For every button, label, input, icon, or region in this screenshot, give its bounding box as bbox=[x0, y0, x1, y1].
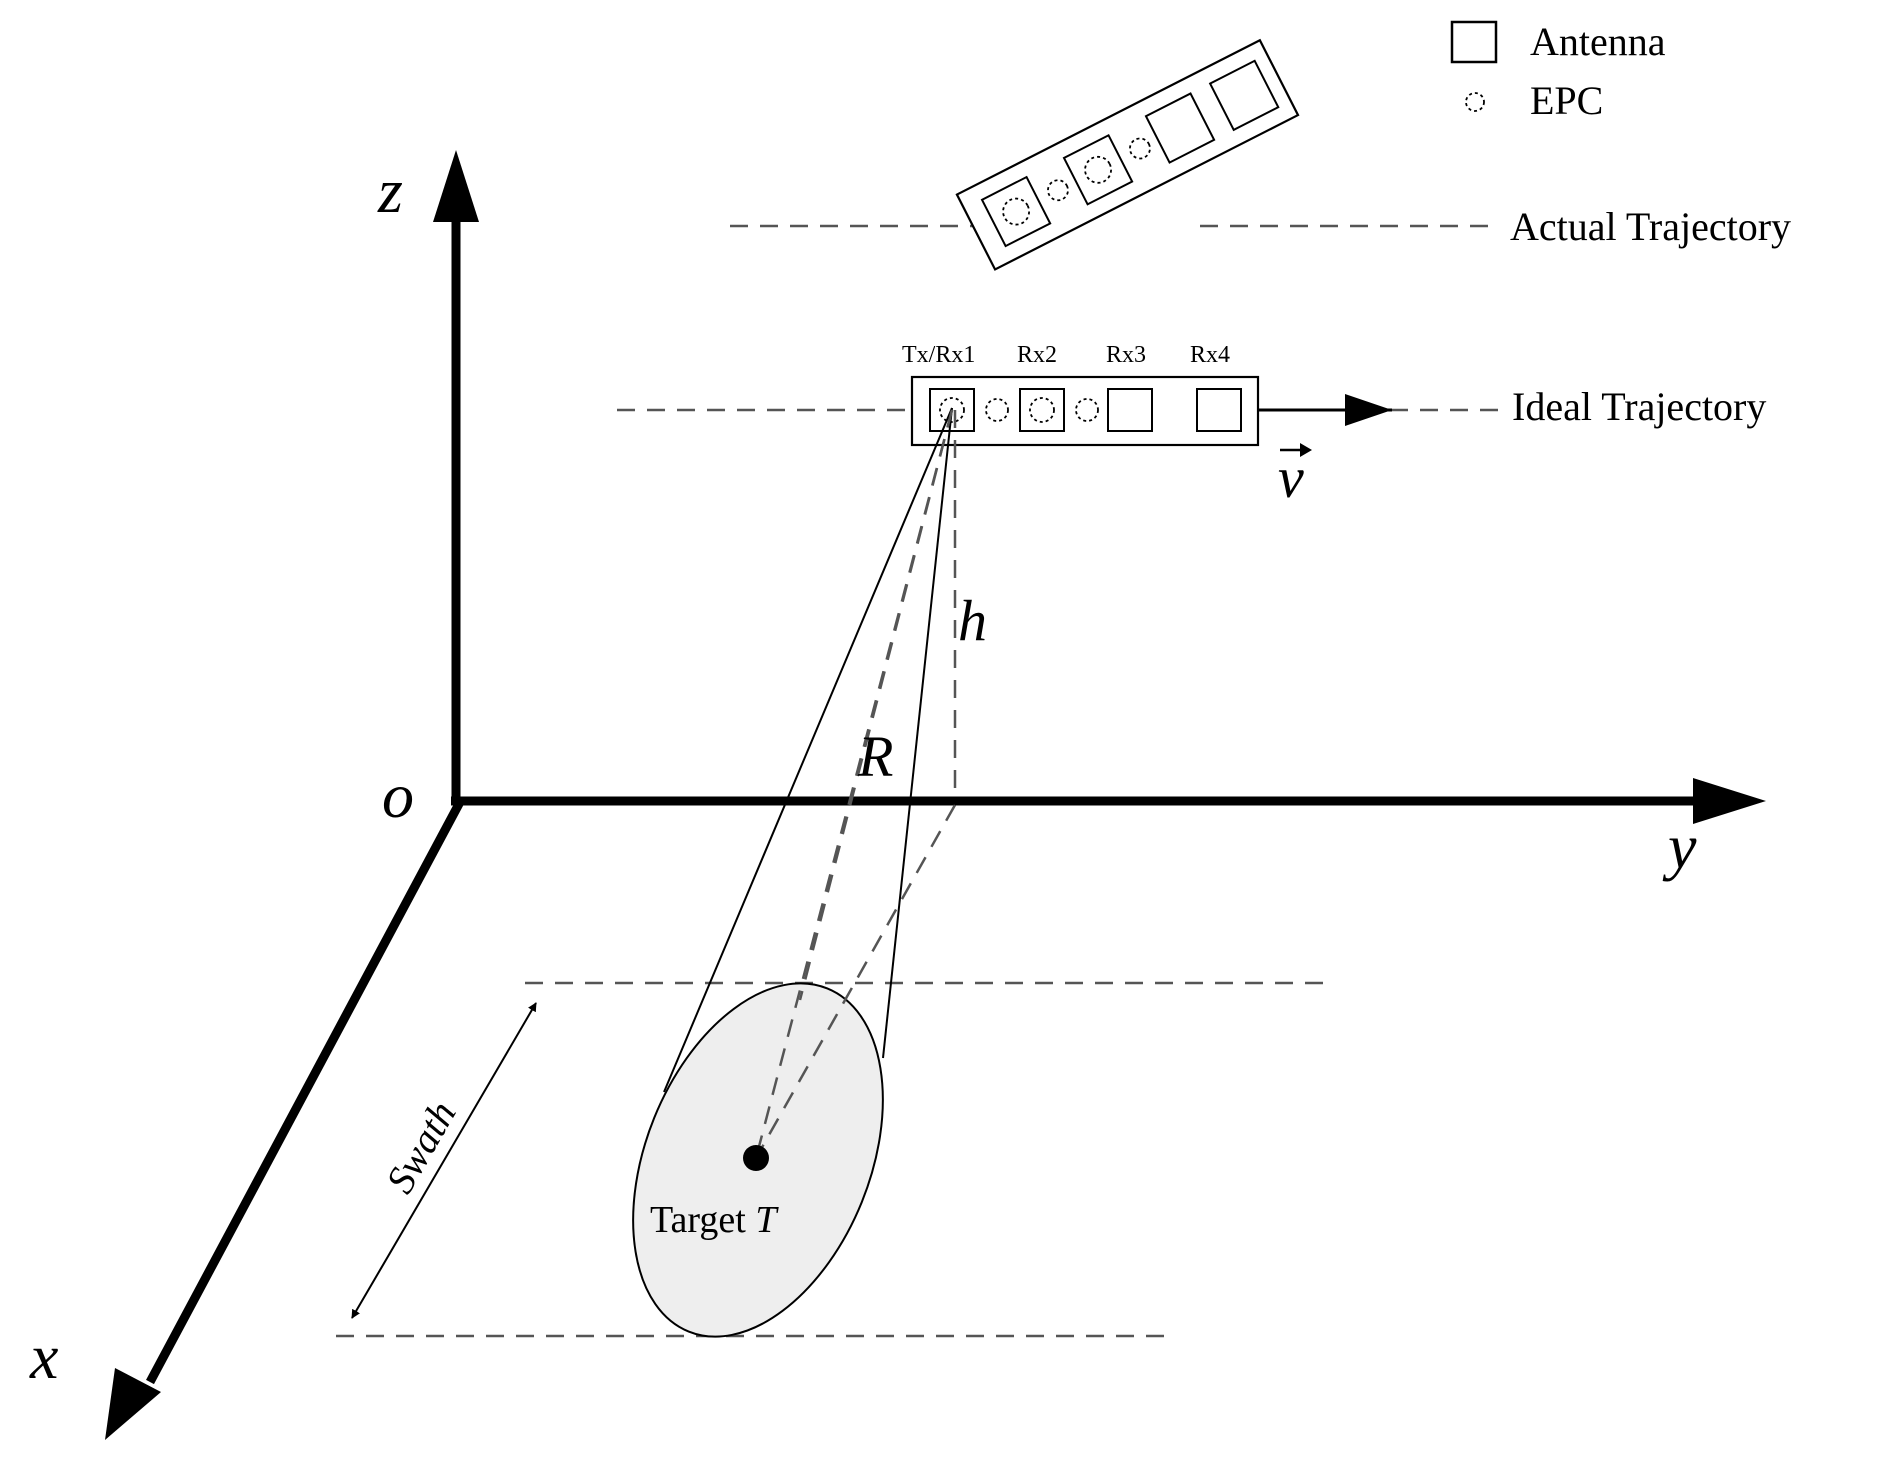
velocity-symbol: v bbox=[1278, 445, 1304, 510]
tilted-epc-icon bbox=[1129, 137, 1151, 160]
tilted-antenna-array bbox=[955, 38, 1300, 271]
x-axis-label: x bbox=[29, 1321, 58, 1392]
velocity-arrow-head bbox=[1345, 394, 1392, 426]
legend-antenna-label: Antenna bbox=[1530, 19, 1666, 64]
x-axis-arrow-head bbox=[105, 1368, 161, 1440]
target-point bbox=[743, 1145, 769, 1171]
ideal-epc-icon bbox=[985, 398, 1009, 422]
antenna-label-rx4: Rx4 bbox=[1190, 342, 1230, 368]
target-label-prefix: Target bbox=[650, 1199, 755, 1241]
antenna-label-rx2: Rx2 bbox=[1017, 342, 1057, 368]
tilted-antenna-3-icon bbox=[1144, 92, 1216, 164]
actual-trajectory: Actual Trajectory bbox=[730, 38, 1791, 271]
beam-footprint: Target T h R bbox=[632, 407, 987, 1338]
ideal-epc-icon bbox=[939, 397, 965, 423]
tilted-array-frame bbox=[955, 38, 1300, 271]
beam-edge-left bbox=[663, 407, 953, 1093]
antenna-label-tx-rx1: Tx/Rx1 bbox=[902, 342, 975, 368]
y-axis-label: y bbox=[1662, 811, 1697, 882]
ideal-epc-icon bbox=[1075, 398, 1099, 422]
height-symbol: h bbox=[958, 588, 987, 653]
x-axis bbox=[146, 799, 464, 1385]
velocity-vector-mark-icon bbox=[1280, 443, 1312, 457]
tilted-epc-icon bbox=[1084, 155, 1112, 184]
antenna-label-rx3: Rx3 bbox=[1106, 342, 1146, 368]
coordinate-axes: z y x o bbox=[29, 150, 1766, 1440]
target-symbol: T bbox=[755, 1199, 779, 1241]
target-label: Target T bbox=[650, 1199, 779, 1241]
ideal-trajectory-label: Ideal Trajectory bbox=[1512, 384, 1766, 429]
y-axis-arrow-head bbox=[1693, 778, 1766, 824]
actual-trajectory-label: Actual Trajectory bbox=[1510, 204, 1791, 249]
ideal-epc-icon bbox=[1029, 397, 1055, 423]
ideal-trajectory: Ideal Trajectory Tx/Rx1 Rx2 Rx3 Rx4 v bbox=[617, 342, 1766, 510]
ideal-antenna-4-icon bbox=[1196, 388, 1242, 432]
legend: Antenna EPC bbox=[1450, 19, 1666, 123]
ideal-antenna-2-icon bbox=[1019, 388, 1065, 432]
legend-antenna-square-icon bbox=[1450, 20, 1498, 64]
beam-edge-right bbox=[882, 407, 953, 1059]
beam-center-line bbox=[798, 409, 954, 1001]
ideal-antenna-3-icon bbox=[1107, 388, 1153, 432]
origin-label: o bbox=[382, 760, 414, 831]
swath-extent-arrow bbox=[351, 1002, 537, 1319]
tilted-antenna-4-icon bbox=[1208, 59, 1280, 132]
tilted-antenna-1-icon bbox=[980, 175, 1052, 248]
tilted-antenna-2-icon bbox=[1062, 133, 1134, 206]
z-axis-arrow-head bbox=[433, 150, 479, 222]
ground-projection-line bbox=[754, 804, 957, 1159]
legend-epc-circle-icon bbox=[1465, 92, 1485, 112]
legend-epc-label: EPC bbox=[1530, 78, 1603, 123]
tilted-epc-icon bbox=[1047, 179, 1069, 202]
ideal-antenna-1-icon bbox=[929, 388, 975, 432]
slant-range-symbol: R bbox=[857, 724, 893, 789]
z-axis-label: z bbox=[377, 155, 403, 226]
